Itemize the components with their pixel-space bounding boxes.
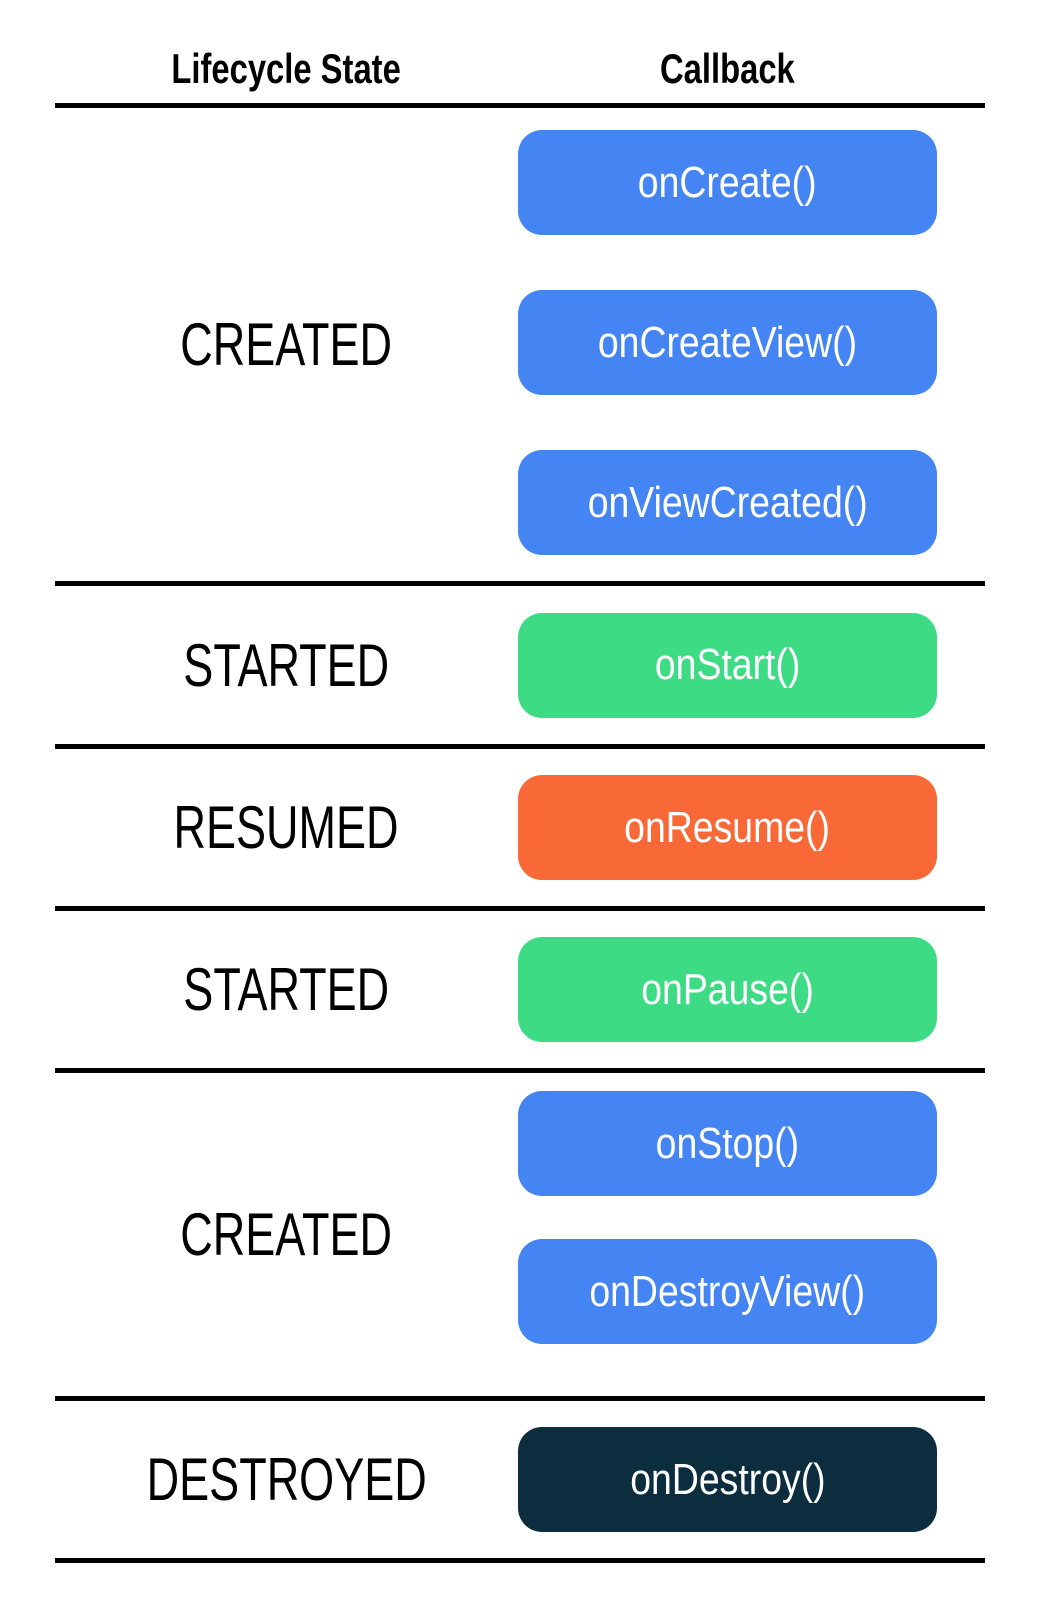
callback-button-onviewcreated: onViewCreated() bbox=[518, 450, 937, 555]
callback-button-onstop: onStop() bbox=[518, 1091, 937, 1196]
callback-cell: onCreate() onCreateView() onViewCreated(… bbox=[518, 108, 985, 581]
row-created-2: CREATED onStop() onDestroyView() bbox=[55, 1068, 985, 1396]
callback-cell: onResume() bbox=[518, 749, 985, 906]
state-label-resumed: RESUMED bbox=[173, 794, 400, 861]
state-label-started-1: STARTED bbox=[183, 631, 390, 699]
lifecycle-table: Lifecycle State Callback CREATED onCreat… bbox=[55, 0, 985, 1563]
state-label-created-1: CREATED bbox=[180, 311, 393, 378]
callback-header-wrap: Callback bbox=[518, 45, 937, 93]
callback-button-ondestroyview: onDestroyView() bbox=[518, 1239, 937, 1344]
state-label-destroyed: DESTROYED bbox=[146, 1446, 427, 1513]
callback-label: onResume() bbox=[624, 802, 831, 852]
callback-label: onViewCreated() bbox=[587, 477, 868, 527]
row-created-1: CREATED onCreate() onCreateView() onView… bbox=[55, 103, 985, 581]
row-started-2: STARTED onPause() bbox=[55, 906, 985, 1068]
state-label-created-2: CREATED bbox=[180, 1201, 393, 1268]
state-cell: DESTROYED bbox=[55, 1401, 518, 1558]
callback-label: onStart() bbox=[654, 640, 801, 689]
state-label-started-2: STARTED bbox=[183, 956, 390, 1023]
column-header-lifecycle-state: Lifecycle State bbox=[171, 45, 402, 92]
callback-button-oncreate: onCreate() bbox=[518, 130, 937, 235]
callback-button-onstart: onStart() bbox=[518, 612, 937, 718]
callback-button-onpause: onPause() bbox=[518, 937, 937, 1042]
row-resumed: RESUMED onResume() bbox=[55, 744, 985, 906]
callback-label: onStop() bbox=[655, 1118, 800, 1168]
header-cell-callback: Callback bbox=[518, 45, 985, 93]
callback-label: onCreateView() bbox=[597, 317, 858, 367]
callback-button-onresume: onResume() bbox=[518, 775, 937, 880]
state-cell: STARTED bbox=[55, 586, 518, 744]
callback-button-ondestroy: onDestroy() bbox=[518, 1427, 937, 1532]
callback-label: onPause() bbox=[641, 964, 814, 1014]
callback-button-oncreateview: onCreateView() bbox=[518, 290, 937, 395]
callback-cell: onStop() onDestroyView() bbox=[518, 1073, 985, 1396]
callback-cell: onStart() bbox=[518, 586, 985, 744]
callback-cell: onPause() bbox=[518, 911, 985, 1068]
state-cell: STARTED bbox=[55, 911, 518, 1068]
column-header-callback: Callback bbox=[660, 45, 795, 92]
state-cell: CREATED bbox=[55, 1073, 518, 1396]
callback-label: onDestroyView() bbox=[589, 1266, 866, 1316]
bottom-divider bbox=[55, 1558, 985, 1563]
row-destroyed: DESTROYED onDestroy() bbox=[55, 1396, 985, 1558]
table-header-row: Lifecycle State Callback bbox=[55, 0, 985, 103]
callback-label: onDestroy() bbox=[629, 1454, 826, 1504]
state-cell: RESUMED bbox=[55, 749, 518, 906]
header-cell-lifecycle-state: Lifecycle State bbox=[55, 45, 518, 93]
callback-cell: onDestroy() bbox=[518, 1401, 985, 1558]
callback-label: onCreate() bbox=[638, 157, 817, 207]
row-started-1: STARTED onStart() bbox=[55, 581, 985, 744]
state-cell: CREATED bbox=[55, 108, 518, 581]
